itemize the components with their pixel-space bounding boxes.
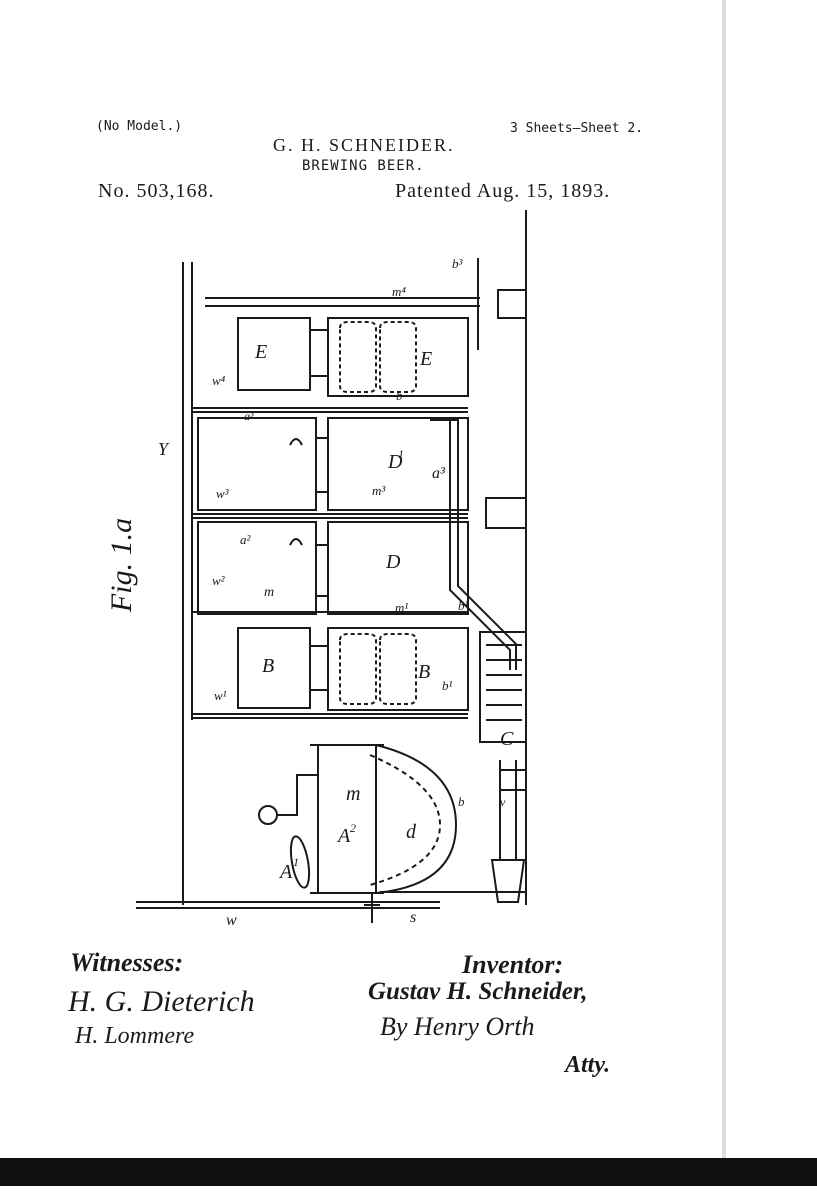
svg-text:D: D — [387, 451, 403, 473]
svg-text:w³: w³ — [216, 486, 230, 501]
svg-text:C: C — [500, 728, 514, 750]
svg-text:b³: b³ — [452, 256, 464, 271]
svg-text:w: w — [226, 912, 237, 929]
svg-text:d: d — [406, 821, 417, 843]
svg-text:a²: a² — [240, 532, 252, 547]
svg-text:s: s — [410, 909, 416, 926]
svg-text:E: E — [254, 341, 267, 363]
svg-text:1: 1 — [398, 447, 404, 461]
attorney-label: Atty. — [565, 1052, 611, 1078]
witnesses-heading: Witnesses: — [70, 948, 184, 977]
svg-text:Y: Y — [158, 439, 170, 459]
svg-text:B: B — [262, 655, 274, 677]
svg-text:D: D — [385, 551, 401, 573]
svg-text:w⁴: w⁴ — [212, 373, 226, 388]
svg-text:w²: w² — [212, 573, 226, 588]
svg-text:w¹: w¹ — [214, 688, 227, 703]
witness-signature-2: H. Lommere — [75, 1023, 195, 1049]
patent-number: No. 503,168. — [98, 180, 215, 202]
svg-text:m⁴: m⁴ — [392, 284, 406, 299]
svg-text:E: E — [419, 348, 432, 370]
svg-text:1: 1 — [293, 855, 299, 869]
svg-text:b¹: b¹ — [458, 598, 469, 613]
patented-date: Patented Aug. 15, 1893. — [395, 180, 611, 202]
svg-text:b¹: b¹ — [442, 678, 453, 693]
svg-text:m: m — [264, 585, 274, 600]
svg-text:b: b — [396, 388, 403, 403]
svg-text:a³: a³ — [244, 409, 254, 423]
svg-text:B: B — [418, 661, 430, 683]
inventor-heading: Inventor: — [462, 950, 564, 979]
inventor-signature: Gustav H. Schneider, — [368, 978, 588, 1005]
svg-text:m³: m³ — [372, 483, 386, 498]
svg-text:A: A — [336, 825, 351, 847]
page-edge — [722, 0, 726, 1160]
attorney-signature: By Henry Orth — [380, 1012, 535, 1041]
svg-text:m¹: m¹ — [395, 600, 408, 615]
inventor-header: G. H. SCHNEIDER. — [273, 135, 455, 155]
patent-title: BREWING BEER. — [302, 158, 425, 174]
witness-signature-1: H. G. Dieterich — [68, 985, 255, 1018]
svg-text:v: v — [500, 795, 506, 809]
no-model-note: (No Model.) — [96, 119, 183, 134]
svg-text:m: m — [346, 783, 360, 805]
sheet-count: 3 Sheets—Sheet 2. — [510, 121, 644, 136]
svg-text:a³: a³ — [432, 465, 445, 482]
svg-text:2: 2 — [350, 821, 356, 835]
svg-text:b: b — [458, 794, 465, 809]
svg-text:A: A — [278, 861, 293, 883]
scan-border — [0, 1158, 817, 1186]
